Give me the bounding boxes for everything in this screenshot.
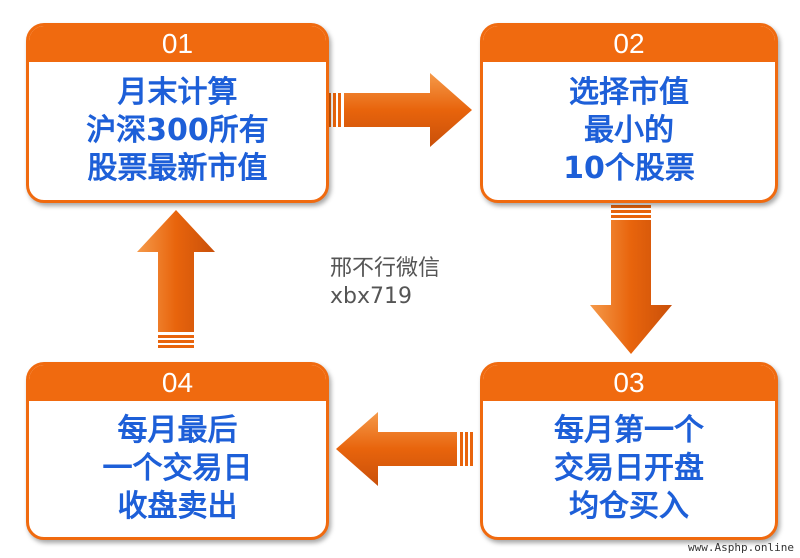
step-text-line: 沪深300所有 <box>86 113 269 148</box>
step-card-02: 02 选择市值 最小的 10个股票 <box>480 23 778 203</box>
step-card-01: 01 月末计算 沪深300所有 股票最新市值 <box>26 23 329 203</box>
arrow-left <box>336 412 473 486</box>
step-body: 每月第一个 交易日开盘 均仓买入 <box>483 401 775 537</box>
step-text-line: 每月最后 <box>117 413 238 448</box>
step-number: 03 <box>483 365 775 401</box>
step-text-line: 每月第一个 <box>554 413 704 448</box>
arrow-right <box>328 73 472 147</box>
step-body: 每月最后 一个交易日 收盘卖出 <box>29 401 326 537</box>
watermark-line: 邢不行微信 <box>330 256 441 281</box>
step-card-03: 03 每月第一个 交易日开盘 均仓买入 <box>480 362 778 540</box>
site-watermark: www.Asphp.online <box>688 541 794 554</box>
step-body: 选择市值 最小的 10个股票 <box>483 62 775 200</box>
center-watermark: 邢不行微信 xbx719 <box>330 255 440 311</box>
arrow-up <box>137 210 215 348</box>
step-text-line: 一个交易日 <box>102 451 253 486</box>
step-text-line: 最小的 <box>584 113 674 148</box>
step-text-line: 10个股票 <box>563 151 695 186</box>
arrow-down <box>590 205 672 354</box>
step-text-line: 均仓买入 <box>569 489 689 524</box>
step-text-line: 交易日开盘 <box>554 451 704 486</box>
step-text-line: 选择市值 <box>569 75 689 110</box>
step-number: 01 <box>29 26 326 62</box>
watermark-line: xbx719 <box>330 284 412 309</box>
step-text-line: 股票最新市值 <box>87 151 268 186</box>
step-text-line: 收盘卖出 <box>117 489 238 524</box>
step-card-04: 04 每月最后 一个交易日 收盘卖出 <box>26 362 329 540</box>
step-number: 02 <box>483 26 775 62</box>
step-body: 月末计算 沪深300所有 股票最新市值 <box>29 62 326 200</box>
step-text-line: 月末计算 <box>117 75 238 110</box>
step-number: 04 <box>29 365 326 401</box>
